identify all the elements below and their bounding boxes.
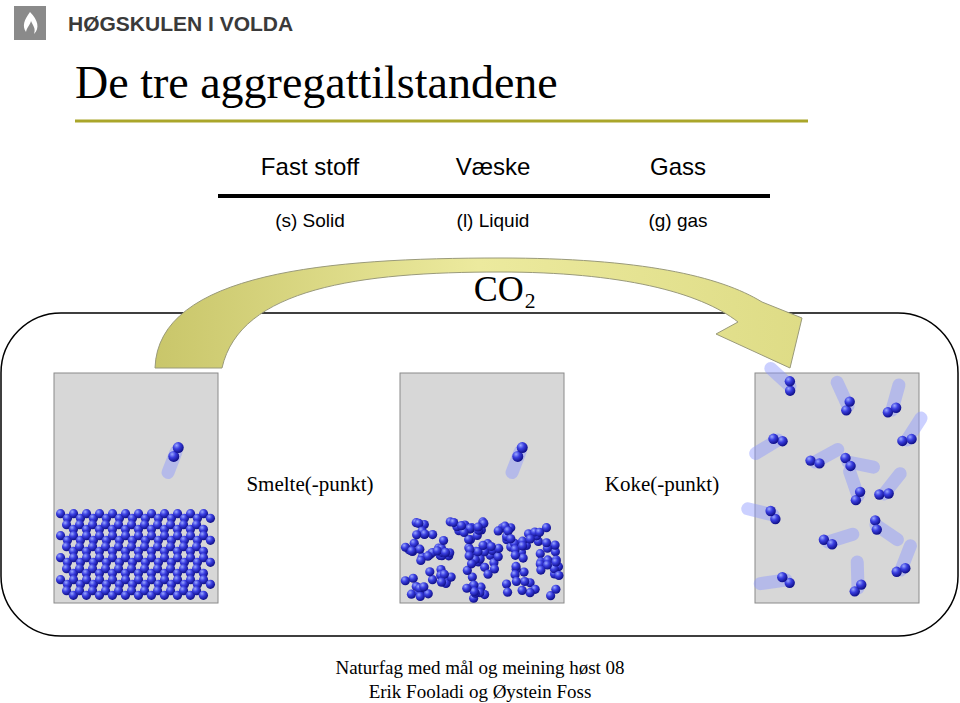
molecules: [56, 368, 921, 602]
atom: [517, 442, 528, 453]
atom: [433, 546, 442, 555]
atom: [504, 526, 513, 535]
atom: [874, 489, 884, 499]
atom: [518, 541, 527, 550]
atom: [870, 515, 880, 525]
column-subheading: (g) gas: [648, 210, 707, 232]
column-heading: Fast stoff: [261, 153, 359, 181]
atom: [891, 403, 901, 413]
gas-container: [755, 373, 919, 603]
atom: [206, 558, 215, 567]
atom: [765, 506, 775, 516]
atom: [511, 551, 520, 560]
atom: [872, 524, 882, 534]
atom: [506, 534, 515, 543]
transition-arrow: [155, 258, 802, 368]
column-subheading: (s) Solid: [275, 210, 345, 232]
title-rule: [75, 120, 808, 123]
atom: [503, 588, 512, 597]
atom: [420, 529, 429, 538]
atom: [535, 528, 544, 537]
atom: [551, 557, 560, 566]
atom: [526, 534, 535, 543]
logo-flame: [24, 12, 38, 34]
atom: [407, 590, 416, 599]
header-rule: [218, 194, 770, 198]
atom: [844, 396, 854, 406]
atom: [897, 436, 907, 446]
atom: [494, 552, 503, 561]
institution-name: HØGSKULEN I VOLDA: [68, 12, 293, 36]
atom: [525, 588, 534, 597]
atom: [206, 580, 215, 589]
atom: [206, 536, 215, 545]
column-subheading: (l) Liquid: [457, 210, 530, 232]
atom: [551, 585, 560, 594]
atom: [512, 577, 521, 586]
atom: [814, 458, 824, 468]
atom: [437, 578, 446, 587]
atom: [856, 579, 866, 589]
atom: [173, 442, 184, 453]
atom: [401, 576, 410, 585]
atom: [883, 488, 893, 498]
atom: [805, 455, 815, 465]
transition-label: Koke(-punkt): [605, 472, 719, 496]
atom: [855, 487, 865, 497]
atom: [785, 376, 795, 386]
atom: [536, 565, 545, 574]
footer-text: Naturfag med mål og meining høst 08: [335, 657, 624, 679]
atom: [457, 521, 466, 530]
atom: [428, 575, 437, 584]
atom: [494, 526, 503, 535]
title: De tre aggregattilstandene: [75, 56, 558, 109]
atom: [407, 546, 416, 555]
atom: [511, 562, 520, 571]
atom: [409, 574, 418, 583]
atom: [845, 461, 855, 471]
atom: [906, 434, 916, 444]
transition-label: Smelte(-punkt): [246, 472, 373, 496]
atom: [465, 551, 474, 560]
atom: [827, 539, 837, 549]
solid-container: [54, 373, 218, 603]
atom: [519, 553, 528, 562]
atom: [416, 592, 425, 601]
atom: [199, 591, 208, 600]
atom: [777, 436, 787, 446]
atom: [502, 579, 511, 588]
atom: [900, 563, 910, 573]
atom: [777, 572, 787, 582]
atom: [441, 548, 450, 557]
atom: [462, 584, 471, 593]
atom: [412, 530, 421, 539]
footer-text: Erik Fooladi og Øystein Foss: [369, 681, 592, 703]
atom: [483, 570, 492, 579]
atom: [518, 586, 527, 595]
atom: [542, 538, 551, 547]
atom: [415, 545, 424, 554]
substance-formula: CO₂: [474, 269, 537, 310]
column-heading: Gass: [650, 153, 706, 181]
atom: [768, 434, 778, 444]
atom: [439, 536, 448, 545]
liquid-container: [400, 373, 564, 603]
atom: [554, 571, 563, 580]
atom: [487, 542, 496, 551]
atom: [419, 582, 428, 591]
atom: [474, 522, 483, 531]
atom: [785, 385, 795, 395]
atom: [416, 556, 425, 565]
atom: [467, 559, 476, 568]
atom: [425, 567, 434, 576]
logo-icon: [14, 6, 46, 40]
atom: [520, 577, 529, 586]
frame: [1, 313, 958, 636]
atom: [478, 541, 487, 550]
column-heading: Væske: [456, 153, 531, 181]
atom: [206, 514, 215, 523]
atom: [519, 567, 528, 576]
